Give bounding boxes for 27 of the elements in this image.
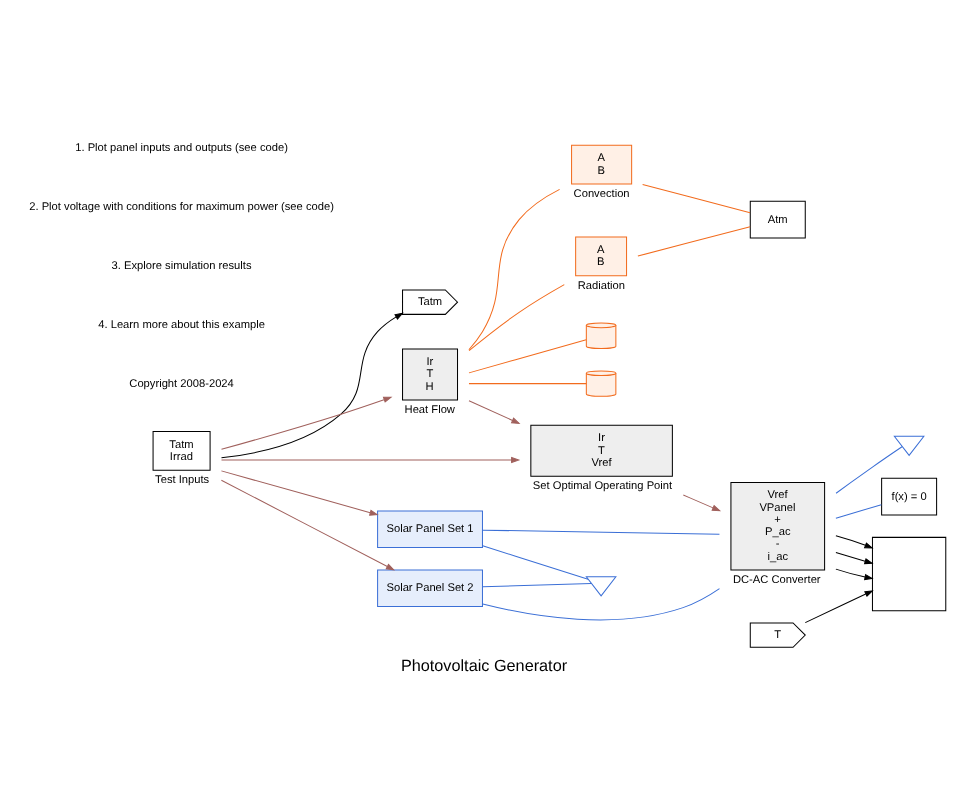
connector [641,183,750,213]
connector [481,528,719,534]
arrow [803,589,873,623]
connector [834,445,902,493]
connector [834,503,881,518]
node-box [870,535,946,611]
arrow [834,550,873,564]
arrow [220,395,392,449]
arrow [219,478,395,570]
connector [481,581,591,587]
connector [467,283,564,351]
connector [467,187,560,350]
connector [636,225,750,256]
arrow [219,469,378,515]
connector [481,544,588,579]
arrow [834,567,873,580]
connector [467,382,586,384]
arrow [219,311,403,458]
arrow [467,399,520,424]
connector [481,587,719,620]
connector [467,338,586,373]
node-ground [584,575,616,596]
diagram-title: Photovoltaic Generator [399,655,567,674]
arrow [220,455,520,463]
node-ground [892,434,924,456]
arrow [681,493,721,511]
arrow [834,534,873,548]
